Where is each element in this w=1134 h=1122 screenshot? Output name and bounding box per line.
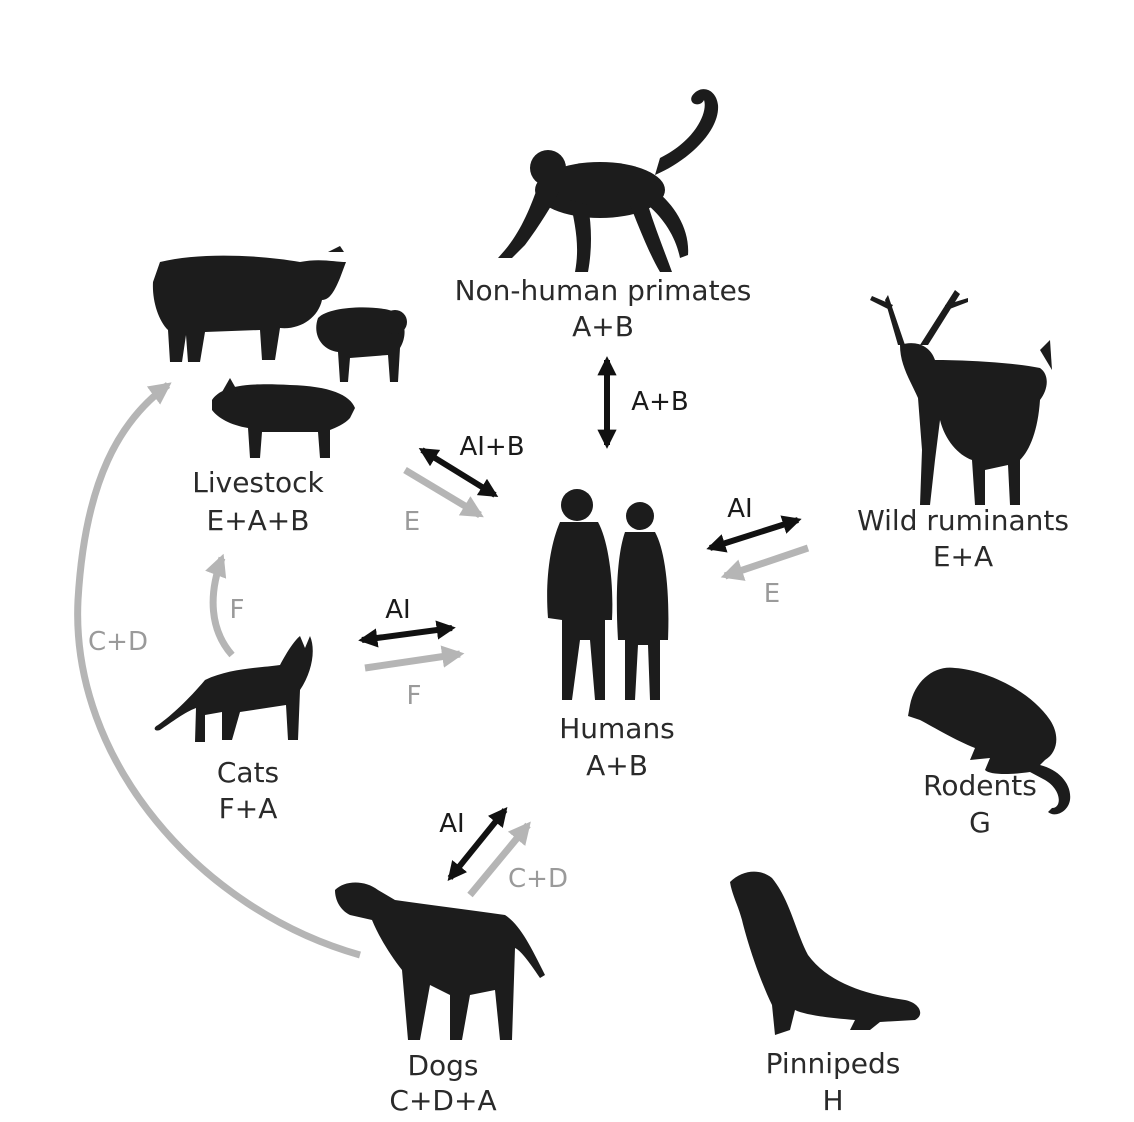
label-primates-name: Non-human primates (455, 274, 752, 307)
dog-icon (335, 882, 545, 1040)
arrow-ruminants-humans (720, 544, 810, 581)
arrow-dogs-humans (467, 821, 531, 898)
label-dogs-name: Dogs (407, 1049, 478, 1082)
label-livestock-name: Livestock (192, 466, 324, 499)
seal-icon (730, 871, 921, 1035)
monkey-icon (498, 89, 719, 272)
humans-icon (547, 489, 669, 700)
edge-label-ruminants-humans-bi: AI (727, 494, 752, 524)
label-rodents-name: Rodents (923, 769, 1037, 802)
cat-icon (154, 636, 313, 742)
label-humans-genotypes: A+B (586, 749, 648, 782)
label-primates-genotypes: A+B (572, 310, 634, 343)
edge-label-ruminants-humans: E (764, 579, 780, 609)
label-ruminants-genotypes: E+A (933, 540, 993, 573)
arrow-ruminants-humans-bi (706, 515, 802, 553)
arrow-livestock-humans-bi (418, 447, 499, 498)
label-pinnipeds-genotypes: H (822, 1084, 843, 1117)
label-ruminants-name: Wild ruminants (857, 504, 1069, 537)
arrow-dogs-livestock (74, 382, 361, 959)
edge-label-livestock-humans-bi: AI+B (459, 432, 524, 462)
edge-label-cats-humans-bi: AI (385, 595, 410, 625)
label-dogs-genotypes: C+D+A (389, 1084, 496, 1117)
edge-label-dogs-livestock: C+D (88, 627, 148, 657)
arrow-cats-livestock (205, 553, 235, 658)
arrow-livestock-humans (403, 466, 484, 519)
edge-label-cats-humans: F (407, 681, 422, 711)
edge-label-dogs-humans-bi: AI (439, 809, 464, 839)
edge-label-cats-livestock: F (230, 595, 245, 625)
label-livestock-genotypes: E+A+B (207, 504, 310, 537)
edge-label-dogs-humans: C+D (508, 864, 568, 894)
label-cats-name: Cats (217, 756, 279, 789)
edge-label-livestock-humans: E (404, 507, 420, 537)
label-rodents-genotypes: G (969, 806, 991, 839)
label-cats-genotypes: F+A (219, 792, 278, 825)
arrow-cats-humans (364, 645, 465, 672)
label-pinnipeds-name: Pinnipeds (766, 1047, 901, 1080)
deer-icon (870, 290, 1052, 505)
rat-icon (908, 667, 1071, 815)
label-humans-name: Humans (559, 712, 675, 745)
arrow-dogs-humans-bi (447, 807, 508, 881)
arrow-cats-humans-bi (358, 620, 456, 648)
livestock-icon (152, 246, 407, 458)
edge-label-primates-humans: A+B (631, 387, 688, 417)
